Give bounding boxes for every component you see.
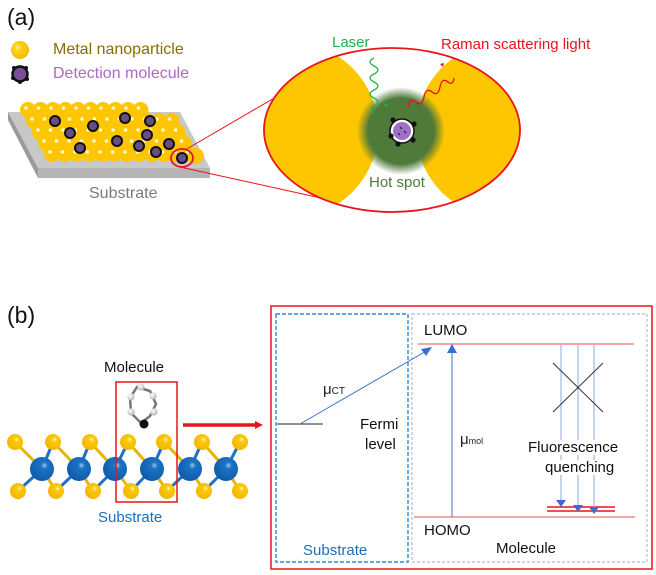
- nanoparticle: [94, 146, 110, 162]
- energy-diagram-frame: [270, 305, 653, 570]
- molecule-label: Molecule: [104, 359, 165, 376]
- fluorescence-arrows: [556, 345, 599, 514]
- chalcogen-atom: [82, 434, 98, 450]
- fermi-label-line2: level: [365, 436, 396, 453]
- molecule-dashed-box: [411, 313, 648, 563]
- nanoparticle-array: [20, 102, 204, 164]
- detection-molecule: [87, 120, 99, 132]
- zoom-arrow: [183, 421, 263, 429]
- substrate-label-b: Substrate: [98, 509, 163, 526]
- hot-spot-inset: [263, 47, 521, 213]
- detection-molecule: [176, 152, 188, 164]
- nanoparticle: [44, 146, 60, 162]
- detection-molecule-icon: [11, 65, 29, 84]
- substrate-lattice: [7, 434, 248, 499]
- mu-ct-symbol: μ: [323, 381, 332, 398]
- chalcogen-atom: [120, 434, 136, 450]
- metal-atom: [103, 457, 127, 481]
- detection-molecule: [133, 140, 145, 152]
- substrate-label-a: Substrate: [89, 185, 158, 202]
- detection-molecule-icon: [388, 117, 417, 147]
- detection-molecule: [141, 129, 153, 141]
- substrate-box-label: Substrate: [303, 542, 368, 559]
- blocked-x-mark: [552, 362, 604, 413]
- metal-nanoparticle-icon: [11, 41, 29, 59]
- chalcogen-atom: [232, 434, 248, 450]
- molecule-model: [127, 383, 158, 429]
- laser-label: Laser: [332, 34, 370, 51]
- laser-wave: [369, 57, 379, 115]
- detection-molecule: [163, 138, 175, 150]
- chalcogen-atom: [194, 434, 210, 450]
- mu-mol-symbol: μ: [460, 431, 469, 448]
- mu-mol-label: μmol: [460, 432, 483, 447]
- mu-ct-label: μCT: [323, 382, 345, 397]
- chalcogen-atom: [45, 434, 61, 450]
- legend-label-detection-molecule: Detection molecule: [53, 65, 190, 82]
- chalcogen-atom: [123, 483, 139, 499]
- detection-molecule: [111, 135, 123, 147]
- chalcogen-atom: [156, 434, 172, 450]
- chalcogen-atom: [196, 483, 212, 499]
- left-nanoparticle: [264, 48, 378, 212]
- detection-molecule: [64, 127, 76, 139]
- fermi-label-line1: Fermi: [360, 416, 399, 433]
- zoom-line-bottom: [179, 166, 331, 201]
- detection-molecule: [74, 142, 86, 154]
- metal-atom: [140, 457, 164, 481]
- chalcogen-atom: [48, 483, 64, 499]
- detection-molecule-array: [49, 112, 188, 164]
- detection-molecule: [119, 112, 131, 124]
- nanoparticle: [56, 146, 73, 162]
- nanoparticle: [188, 148, 204, 164]
- charge-transfer-arrow: [299, 349, 429, 425]
- detection-molecule: [49, 115, 61, 127]
- nanoparticle: [119, 146, 135, 162]
- lumo-label: LUMO: [424, 322, 468, 339]
- chalcogen-atom: [7, 434, 23, 450]
- homo-label: HOMO: [424, 522, 471, 539]
- panel-b-label: (b): [7, 302, 36, 328]
- quenching-label-line2: quenching: [545, 459, 615, 476]
- metal-atom: [67, 457, 91, 481]
- molecule-box-label: Molecule: [496, 540, 557, 557]
- detection-molecule: [150, 146, 162, 158]
- chalcogen-atom: [159, 483, 175, 499]
- chalcogen-atom: [232, 483, 248, 499]
- substrate-dashed-box: [275, 313, 409, 563]
- panel-a-label: (a): [7, 4, 36, 30]
- raman-label: Raman scattering light: [441, 36, 591, 53]
- metal-atom: [214, 457, 238, 481]
- chalcogen-atom: [10, 483, 26, 499]
- hot-spot-label: Hot spot: [369, 174, 425, 191]
- raman-wave: [407, 77, 455, 108]
- chalcogen-atom: [85, 483, 101, 499]
- metal-atom: [30, 457, 54, 481]
- nanoparticle: [106, 146, 123, 162]
- molecule-selection-box: [115, 381, 178, 503]
- mu-ct-subscript: CT: [331, 386, 345, 397]
- quenching-label-line1: Fluorescence: [528, 439, 619, 456]
- legend-label-metal-nanoparticle: Metal nanoparticle: [53, 41, 184, 58]
- detection-molecule: [144, 115, 156, 127]
- mu-mol-subscript: mol: [468, 436, 484, 446]
- metal-atom: [178, 457, 202, 481]
- right-nanoparticle: [416, 48, 520, 212]
